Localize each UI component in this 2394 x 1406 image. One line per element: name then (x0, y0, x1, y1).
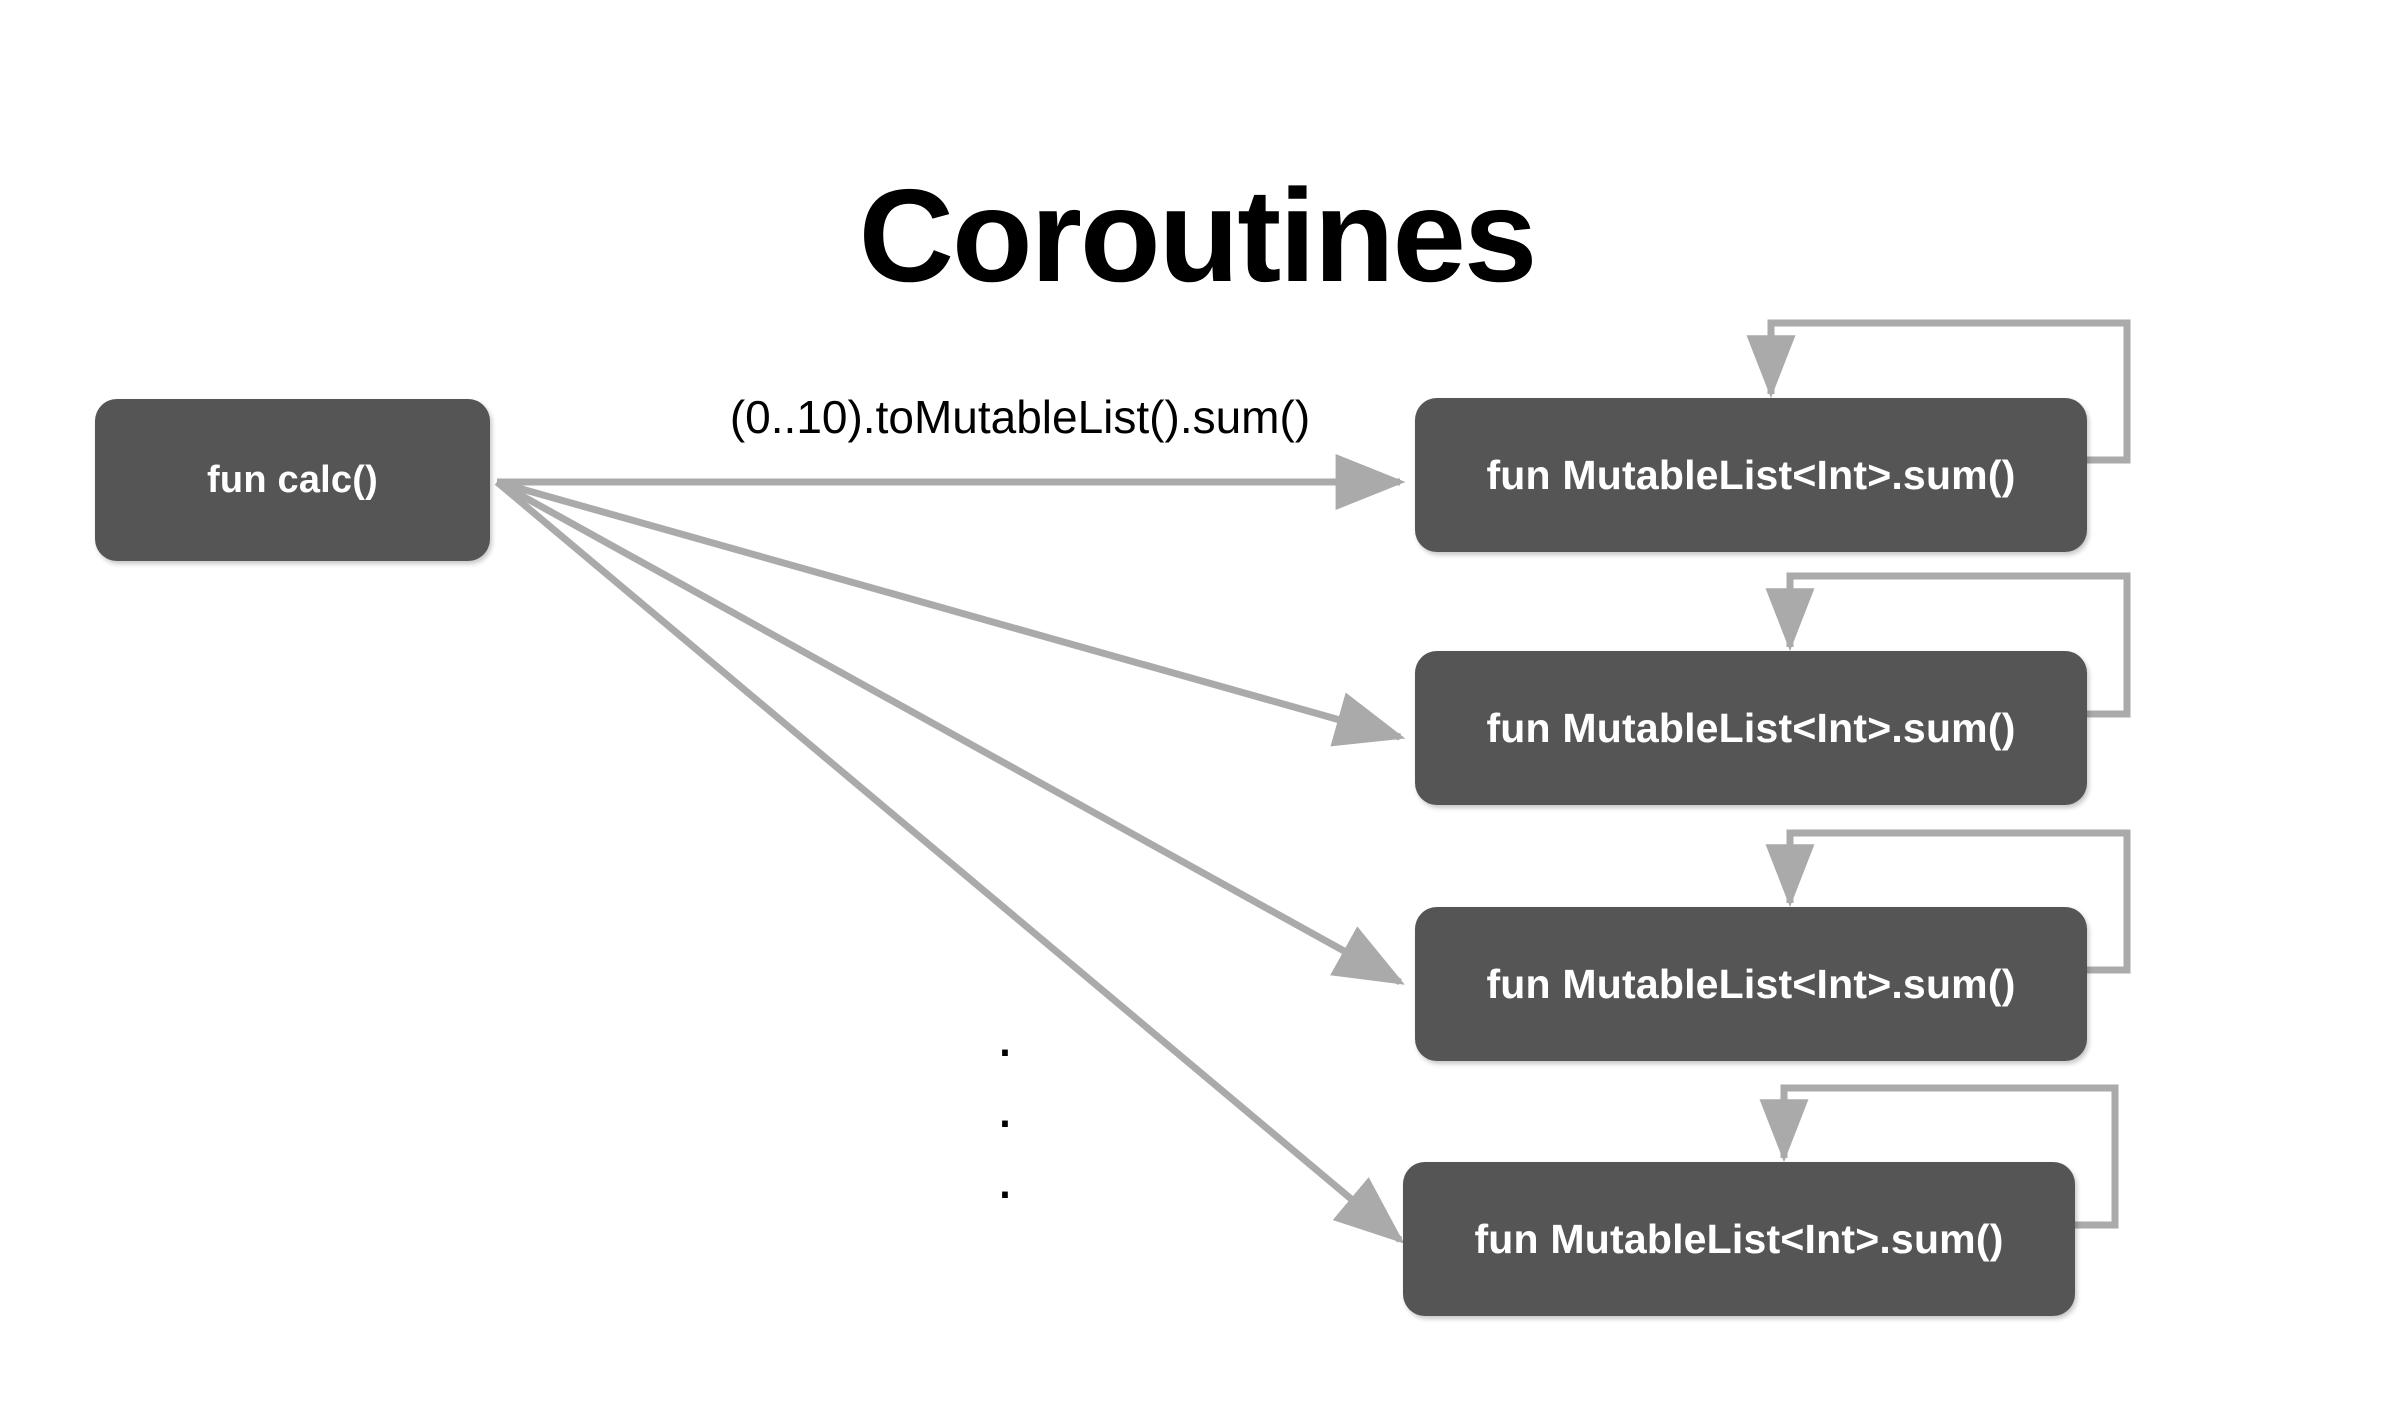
node-callee-sum-1[interactable]: fun MutableList<Int>.sum() (1415, 398, 2087, 552)
node-callee-sum-3[interactable]: fun MutableList<Int>.sum() (1415, 907, 2087, 1061)
ellipsis-dot-3: . (996, 1144, 1014, 1211)
node-callee-sum-4[interactable]: fun MutableList<Int>.sum() (1403, 1162, 2075, 1316)
call-edge-3 (495, 478, 1405, 986)
page-title: Coroutines (858, 162, 1538, 310)
call-edge-4 (494, 479, 1405, 1244)
call-edge-label: (0..10).toMutableList().sum() (729, 391, 1311, 443)
node-callee-label: fun MutableList<Int>.sum() (1474, 1215, 2004, 1262)
node-callee-label: fun MutableList<Int>.sum() (1486, 451, 2016, 498)
node-callee-label: fun MutableList<Int>.sum() (1486, 704, 2016, 751)
node-callee-label: fun MutableList<Int>.sum() (1486, 960, 2016, 1007)
ellipsis-indicator: . . . (975, 1000, 1035, 1213)
node-caller-calc[interactable]: fun calc() (95, 399, 490, 561)
call-edge-2 (496, 478, 1406, 747)
node-callee-sum-2[interactable]: fun MutableList<Int>.sum() (1415, 651, 2087, 805)
ellipsis-dot-2: . (996, 1073, 1014, 1140)
ellipsis-dot-1: . (996, 1002, 1014, 1069)
node-caller-label: fun calc() (207, 458, 378, 501)
call-edges (494, 454, 1406, 1244)
